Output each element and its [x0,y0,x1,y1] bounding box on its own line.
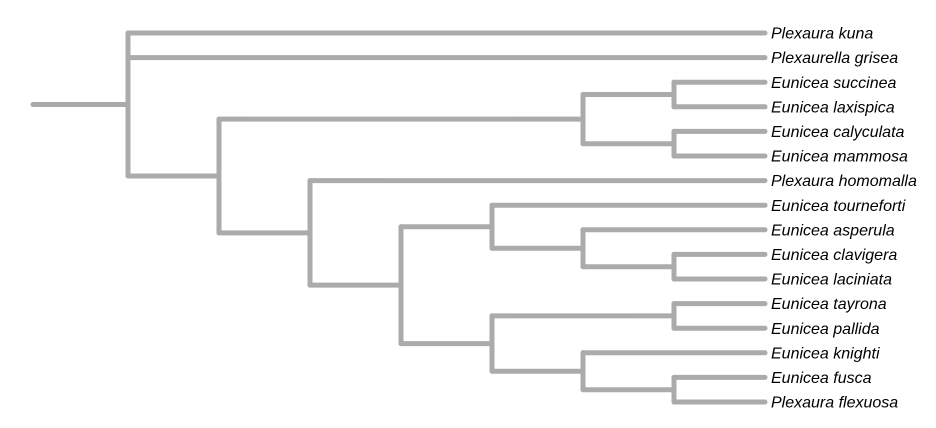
taxon-label: Plexaura homomalla [771,173,917,190]
taxon-label: Plexaura flexuosa [771,395,898,412]
taxon-label: Plexaura kuna [771,26,873,43]
taxon-label: Eunicea asperula [771,222,895,239]
taxon-label: Eunicea succinea [771,75,897,92]
taxon-label: Eunicea calyculata [771,124,905,141]
taxon-label: Eunicea mammosa [771,149,908,166]
taxon-label: Eunicea tayrona [771,296,887,313]
taxon-label: Eunicea fusca [771,370,872,387]
taxon-label: Eunicea laciniata [771,272,892,289]
taxon-label: Plexaurella grisea [771,50,898,67]
taxon-label: Eunicea pallida [771,321,880,338]
taxon-label: Eunicea knighti [771,345,880,362]
taxon-label: Eunicea tourneforti [771,198,906,215]
taxon-label: Eunicea clavigera [771,247,897,264]
taxon-label: Eunicea laxispica [771,99,895,116]
